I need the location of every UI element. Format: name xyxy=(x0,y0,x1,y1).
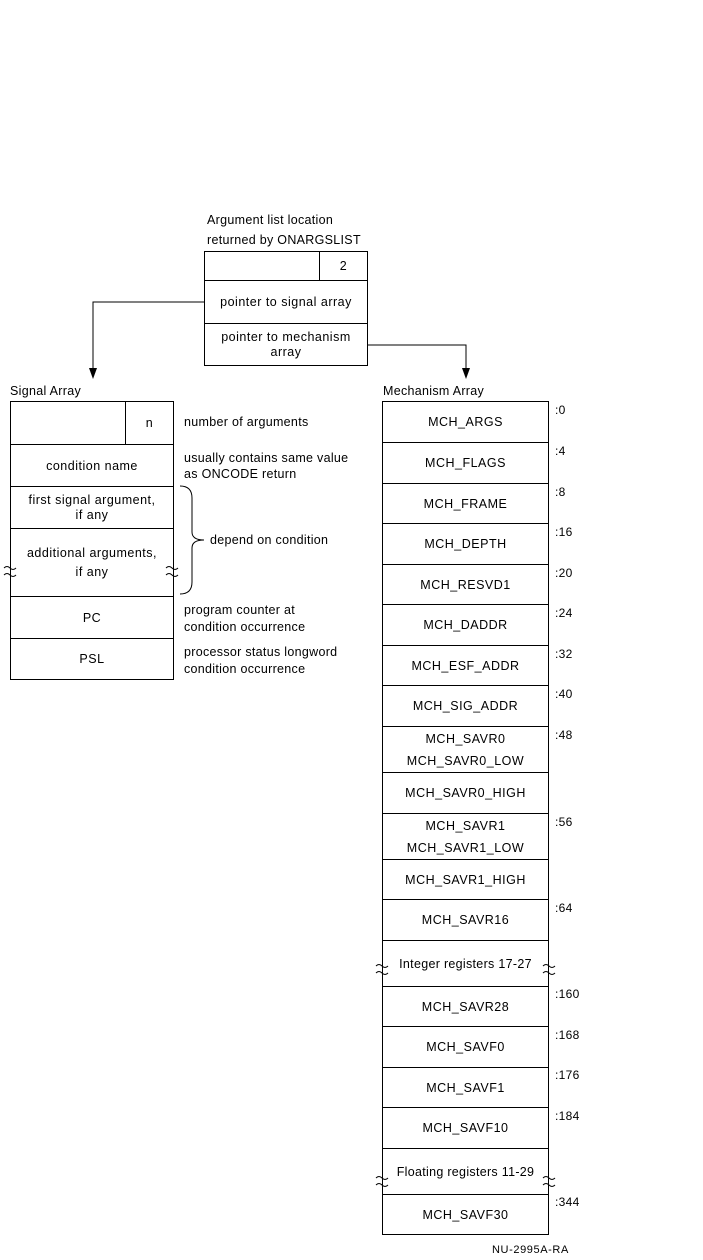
mech-row-savf10: MCH_SAVF10 xyxy=(383,1108,548,1149)
offset-176: :176 xyxy=(555,1068,580,1082)
arglist-count: 2 xyxy=(319,252,367,281)
mech-row-esf-addr: MCH_ESF_ADDR xyxy=(383,646,548,686)
mech-row-8-l2: MCH_SAVR0_LOW xyxy=(406,753,525,768)
note-psl-line1: processor status longword xyxy=(184,645,338,659)
signal-row-1-line1: first signal argument, xyxy=(28,492,156,507)
mech-row-12-l1: MCH_SAVR16 xyxy=(421,913,510,927)
mech-gap-floating-registers: Floating registers 11-29 xyxy=(383,1149,548,1195)
offset-4: :4 xyxy=(555,444,566,458)
offset-8: :8 xyxy=(555,485,566,499)
offset-48: :48 xyxy=(555,728,573,742)
mech-row-savf30: MCH_SAVF30 xyxy=(383,1195,548,1234)
arglist-row-mech-line1: pointer to mechanism xyxy=(221,329,351,344)
signal-row-4-line1: PSL xyxy=(79,652,105,666)
mech-row-7-l1: MCH_SIG_ADDR xyxy=(412,699,519,713)
note-pc-line1: program counter at xyxy=(184,603,296,617)
mech-row-2-l1: MCH_FRAME xyxy=(423,496,508,511)
mech-row2-0-l1: MCH_SAVR28 xyxy=(421,999,510,1014)
mech-row-savf1: MCH_SAVF1 xyxy=(383,1068,548,1108)
mech-row-savr1-high: MCH_SAVR1_HIGH xyxy=(383,860,548,900)
mech-row-4-l1: MCH_RESVD1 xyxy=(420,577,511,592)
mech-row2-2-l1: MCH_SAVF1 xyxy=(426,1080,505,1095)
note-condition-line2: as ONCODE return xyxy=(184,467,297,481)
mech-gap1-text: Integer registers 17-27 xyxy=(399,956,532,971)
offset-0: :0 xyxy=(555,403,566,417)
mech-row-resvd1: MCH_RESVD1 xyxy=(383,565,548,605)
offset-24: :24 xyxy=(555,606,573,620)
note-number-of-arguments: number of arguments xyxy=(184,415,309,429)
signal-row-additional-args: additional arguments, if any xyxy=(11,529,173,597)
arglist-row-signal: pointer to signal array xyxy=(205,281,367,324)
mech-last-l1: MCH_SAVF30 xyxy=(422,1207,509,1222)
signal-empty-cell xyxy=(11,402,125,445)
offset-16: :16 xyxy=(555,525,573,539)
arglist-title-line2: returned by ONARGSLIST xyxy=(207,233,361,247)
depend-brace xyxy=(179,485,205,595)
signal-row-first-arg: first signal argument, if any xyxy=(11,487,173,529)
mech-row-flags: MCH_FLAGS xyxy=(383,443,548,484)
offset-160: :160 xyxy=(555,987,580,1001)
offset-168: :168 xyxy=(555,1028,580,1042)
signal-row-2-line2: if any xyxy=(75,564,109,579)
mech-row-5-l1: MCH_DADDR xyxy=(423,618,508,632)
signal-row-1-line2: if any xyxy=(75,507,109,522)
offset-32: :32 xyxy=(555,647,573,661)
arglist-row-signal-text: pointer to signal array xyxy=(220,295,352,309)
signal-array-box: n condition name first signal argument, … xyxy=(10,401,174,680)
mech-row-savr16: MCH_SAVR16 xyxy=(383,900,548,941)
signal-row-condition-name: condition name xyxy=(11,445,173,487)
mech-row-1-l1: MCH_FLAGS xyxy=(425,456,506,470)
mech-row-3-l1: MCH_DEPTH xyxy=(424,537,507,551)
signal-row-2-line1: additional arguments, xyxy=(26,545,158,560)
signal-array-title: Signal Array xyxy=(10,384,81,398)
arglist-row-mech-line2: array xyxy=(270,344,302,359)
mech-row-frame: MCH_FRAME xyxy=(383,484,548,524)
mech-row2-1-l1: MCH_SAVF0 xyxy=(426,1040,505,1054)
mech-gap-integer-registers: Integer registers 17-27 xyxy=(383,941,548,987)
mech-row-savf0: MCH_SAVF0 xyxy=(383,1027,548,1068)
signal-row-psl: PSL xyxy=(11,639,173,679)
arglist-title-line1: Argument list location xyxy=(207,213,334,227)
figure-id: NU-2995A-RA xyxy=(492,1244,569,1256)
mech-row-8-l1: MCH_SAVR0 xyxy=(425,731,506,746)
mechanism-array-title: Mechanism Array xyxy=(383,384,485,398)
mech-row-savr0: MCH_SAVR0 MCH_SAVR0_LOW xyxy=(383,727,548,773)
arrow-to-mechanism-array xyxy=(368,344,470,379)
mech-row-6-l1: MCH_ESF_ADDR xyxy=(411,658,520,673)
arglist-row-mechanism: pointer to mechanism array xyxy=(205,324,367,365)
mech-row-savr28: MCH_SAVR28 xyxy=(383,987,548,1027)
mech-row-10-l1: MCH_SAVR1 xyxy=(425,818,506,833)
mech-row-9-l1: MCH_SAVR0_HIGH xyxy=(405,786,526,800)
note-pc-line2: condition occurrence xyxy=(184,620,306,634)
mech-row2-3-l1: MCH_SAVF10 xyxy=(422,1121,509,1135)
mech-row-10-l2: MCH_SAVR1_LOW xyxy=(406,840,525,855)
mech-row-args: MCH_ARGS xyxy=(383,402,548,443)
note-condition-line1: usually contains same value xyxy=(184,451,349,465)
signal-row-0-line1: condition name xyxy=(46,458,138,473)
offset-56: :56 xyxy=(555,815,573,829)
arglist-empty-cell xyxy=(205,252,319,281)
mech-row-0-l1: MCH_ARGS xyxy=(428,415,503,429)
arrow-to-signal-array xyxy=(89,301,204,379)
signal-row-3-line1: PC xyxy=(82,610,102,625)
note-psl-line2: condition occurrence xyxy=(184,662,306,676)
signal-row-pc: PC xyxy=(11,597,173,639)
mech-gap2-text: Floating registers 11-29 xyxy=(396,1164,535,1179)
mech-row-savr1: MCH_SAVR1 MCH_SAVR1_LOW xyxy=(383,814,548,860)
offset-184: :184 xyxy=(555,1109,580,1123)
signal-n-cell: n xyxy=(125,402,173,445)
offset-20: :20 xyxy=(555,566,573,580)
mech-row-11-l1: MCH_SAVR1_HIGH xyxy=(405,872,526,887)
argument-list-box: 2 pointer to signal array pointer to mec… xyxy=(204,251,368,366)
mech-row-sig-addr: MCH_SIG_ADDR xyxy=(383,686,548,727)
mech-row-depth: MCH_DEPTH xyxy=(383,524,548,565)
mech-row-daddr: MCH_DADDR xyxy=(383,605,548,646)
note-depend-on-condition: depend on condition xyxy=(210,533,329,547)
offset-344: :344 xyxy=(555,1195,580,1209)
offset-40: :40 xyxy=(555,687,573,701)
mech-row-savr0-high: MCH_SAVR0_HIGH xyxy=(383,773,548,814)
offset-64: :64 xyxy=(555,901,573,915)
mechanism-array-box: MCH_ARGS MCH_FLAGS MCH_FRAME MCH_DEPTH M… xyxy=(382,401,549,1235)
